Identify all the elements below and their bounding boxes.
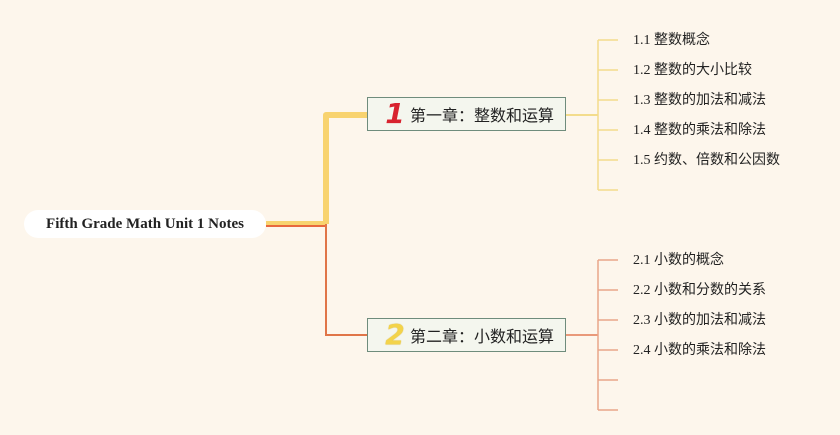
root-node[interactable]: Fifth Grade Math Unit 1 Notes	[24, 210, 266, 238]
topic-node[interactable]: 1.2 整数的大小比较	[633, 63, 752, 78]
topic-node[interactable]: 2.4 小数的乘法和除法	[633, 343, 766, 358]
chapter-node-2[interactable]: 2 第二章：小数和运算	[367, 318, 566, 352]
topic-node[interactable]: 1.5 约数、倍数和公因数	[633, 153, 780, 168]
chapter-number-badge: 1	[385, 97, 405, 130]
topic-node[interactable]: 2.1 小数的概念	[633, 253, 724, 268]
topic-node[interactable]: 1.3 整数的加法和减法	[633, 93, 766, 108]
chapter-title: 第一章：整数和运算	[410, 108, 555, 125]
chapter-number-badge: 2	[385, 318, 405, 351]
topic-node[interactable]: 2.2 小数和分数的关系	[633, 283, 766, 298]
chapter-title: 第二章：小数和运算	[410, 329, 555, 346]
topic-node[interactable]: 2.3 小数的加法和减法	[633, 313, 766, 328]
topic-node[interactable]: 1.1 整数概念	[633, 33, 710, 48]
chapter-node-1[interactable]: 1 第一章：整数和运算	[367, 97, 566, 131]
topic-node[interactable]: 1.4 整数的乘法和除法	[633, 123, 766, 138]
